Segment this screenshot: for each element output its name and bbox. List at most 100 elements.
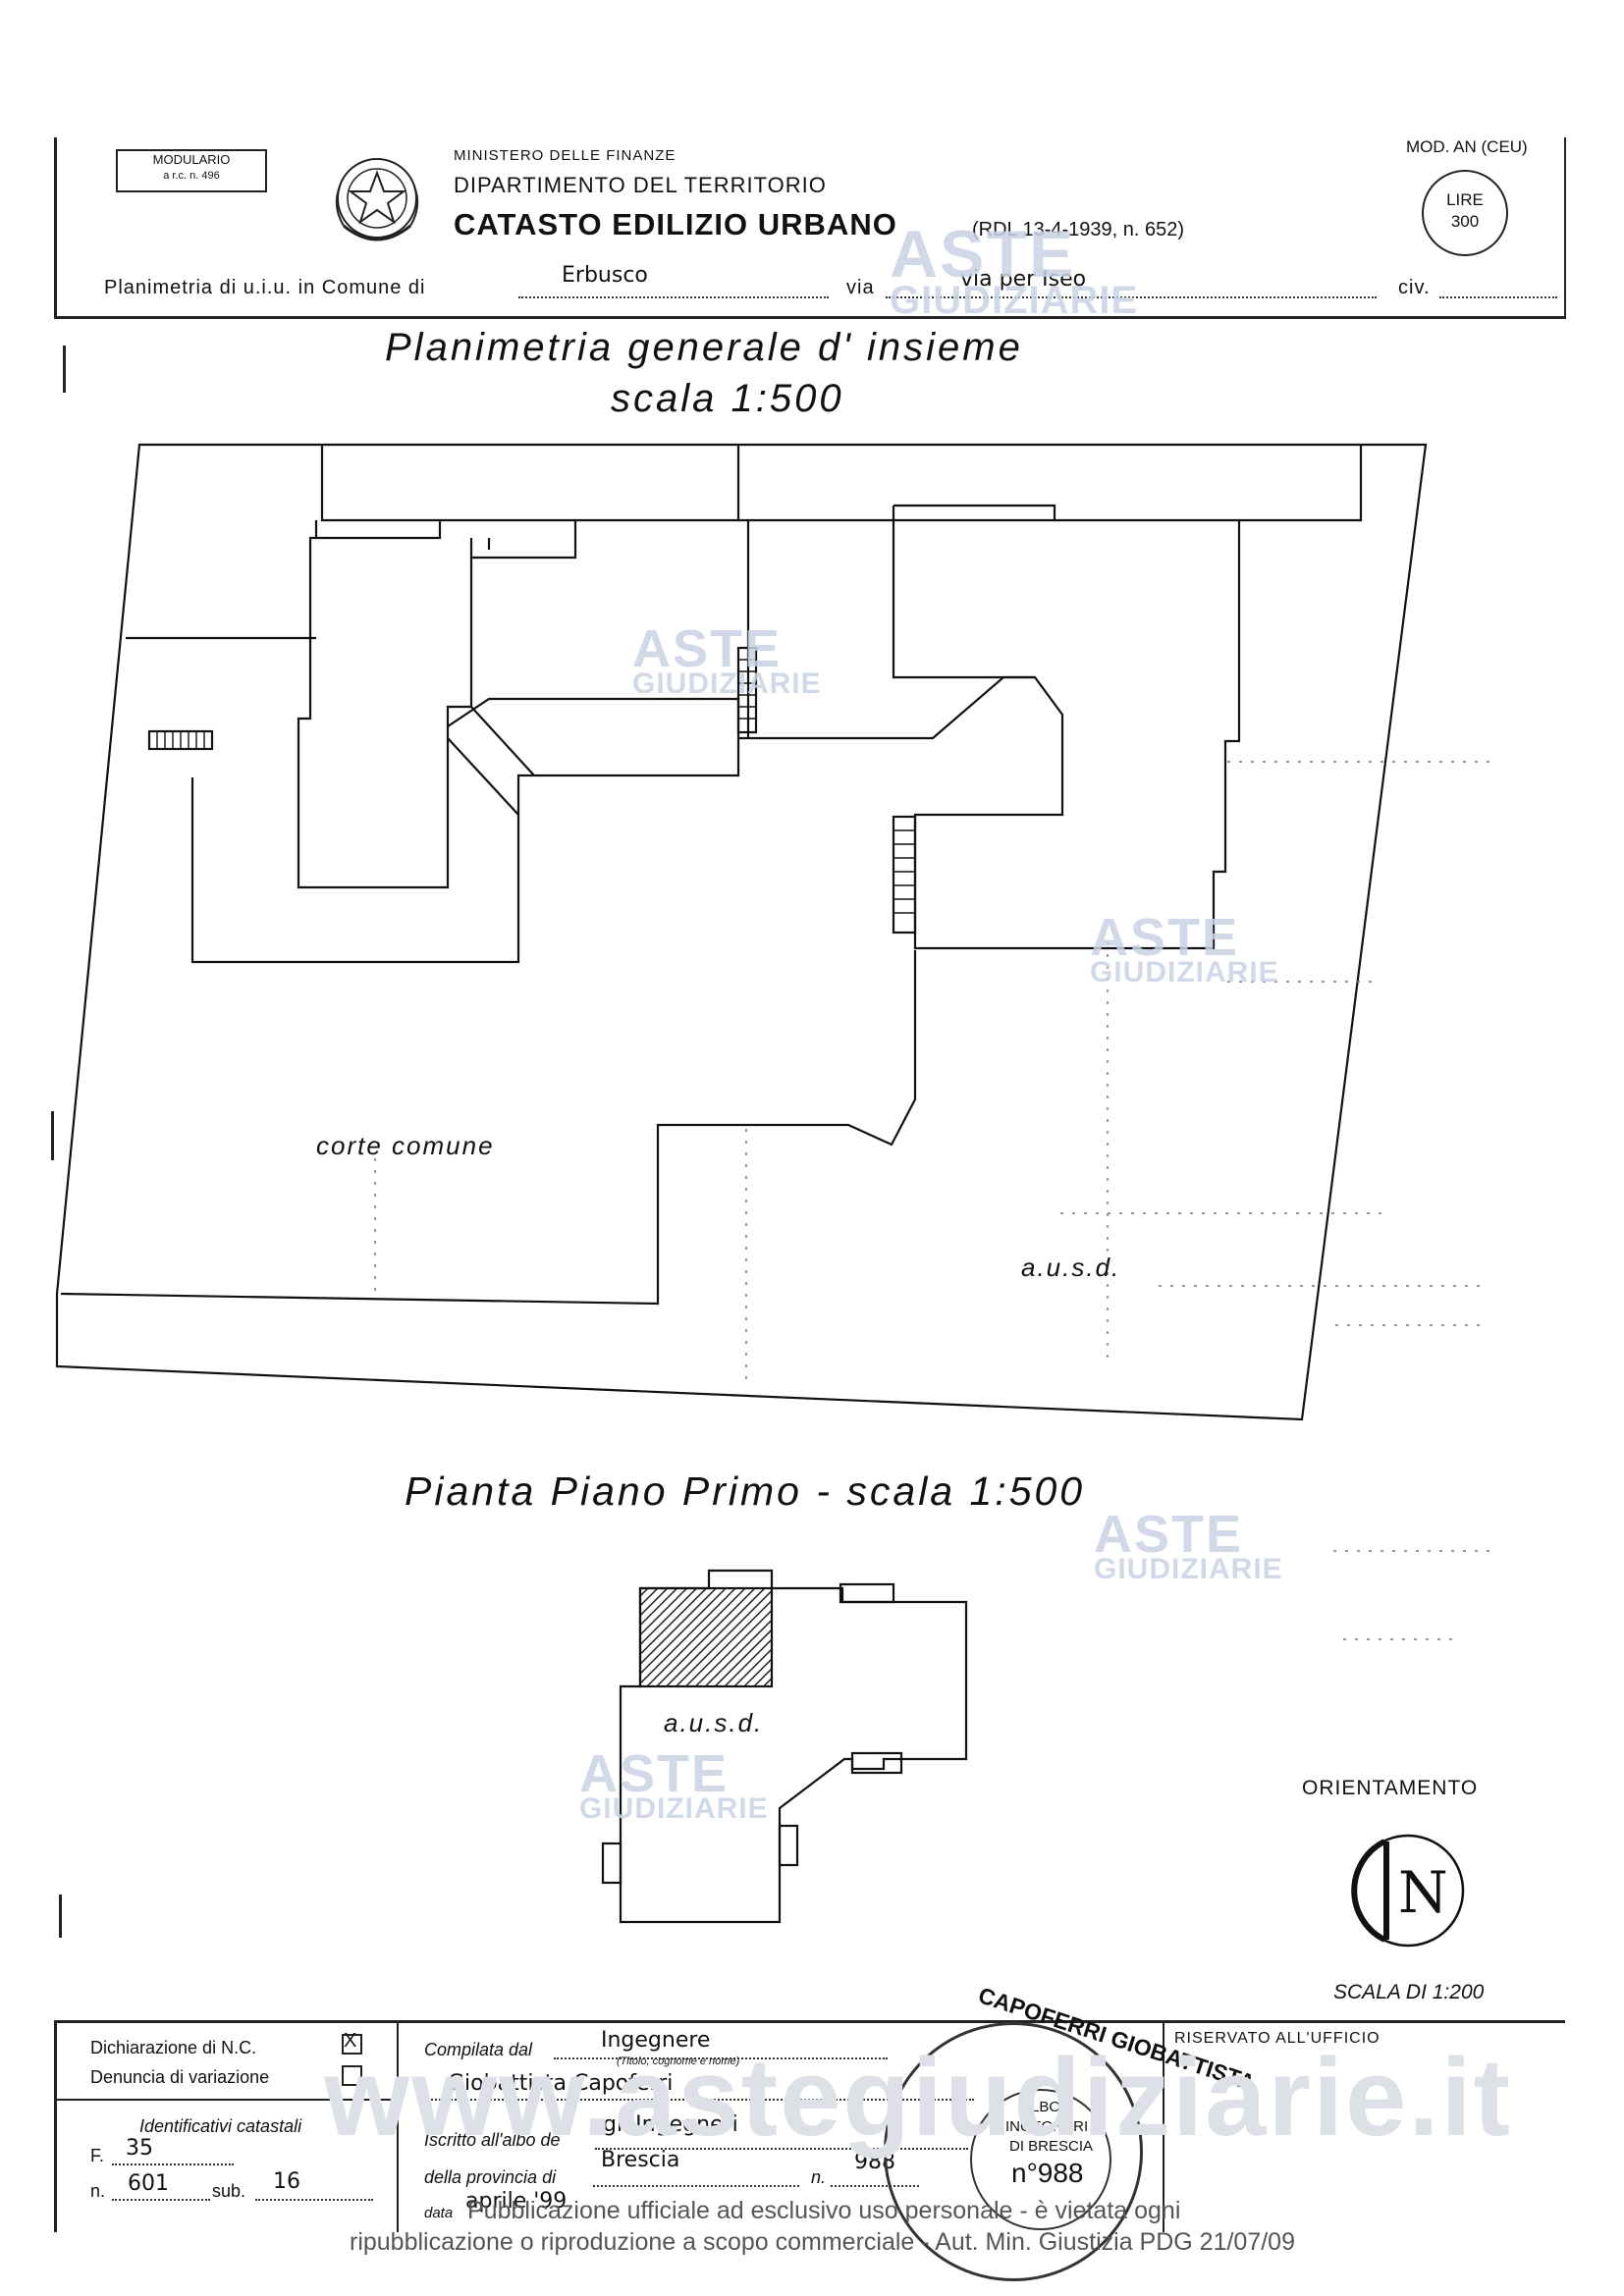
header-bottom-border — [54, 316, 1564, 319]
comune-value: Erbusco — [562, 263, 648, 288]
denuncia-label: Denuncia di variazione — [90, 2067, 270, 2087]
stamp-inner-3: DI BRESCIA — [1009, 2138, 1094, 2155]
watermark-aste: ASTE — [1090, 908, 1240, 967]
margin-mark — [59, 1895, 62, 1938]
ausd-floor-label: a.u.s.d. — [664, 1708, 764, 1737]
denuncia-checkbox[interactable] — [342, 2065, 362, 2086]
modulario-line2: a r.c. n. 496 — [163, 170, 220, 182]
sub-value: 16 — [273, 2169, 300, 2194]
stamp-inner-ring — [970, 2089, 1111, 2230]
watermark-mid-right: ASTE GIUDIZIARIE — [1090, 907, 1279, 989]
data-value: aprile '99 — [465, 2189, 568, 2214]
civ-dotted-line — [1439, 296, 1557, 298]
n-label: n. — [90, 2181, 106, 2201]
hatched-unit — [638, 1586, 774, 1688]
riservato-label: RISERVATO ALL'UFFICIO — [1174, 2030, 1380, 2047]
engineer-stamp — [884, 2022, 1143, 2281]
margin-mark — [63, 346, 66, 393]
form-divider-2 — [1163, 2020, 1164, 2232]
via-value: via per Iseo — [960, 267, 1087, 292]
watermark-giudiziarie: GIUDIZIARIE — [890, 279, 1139, 322]
ausd-main-label: a.u.s.d. — [1021, 1253, 1121, 1282]
stamp-inner-1: ALBO — [1021, 2099, 1061, 2115]
north-compass-icon — [1351, 1834, 1465, 1948]
form-left-border — [54, 2020, 57, 2232]
site-watermark: www.astegiudiziarie.it — [324, 2036, 1512, 2159]
identificativi-label: Identificativi catastali — [139, 2116, 302, 2136]
f-value: 35 — [126, 2136, 153, 2161]
albo-n-label: n. — [811, 2167, 827, 2187]
orientation-label: ORIENTAMENTO — [1302, 1777, 1479, 1799]
compilata-label: Compilata dal — [424, 2040, 533, 2059]
header-left-border — [54, 137, 57, 319]
provincia-label: della provincia di — [424, 2167, 557, 2187]
stamp-inner-2: INGEGNERI — [1005, 2118, 1089, 2135]
form-divider-1 — [397, 2020, 399, 2232]
watermark-giudiziarie: GIUDIZIARIE — [1094, 1553, 1283, 1585]
scale-note: SCALA DI 1:200 — [1333, 1981, 1485, 2003]
n-dotted-line — [112, 2199, 210, 2201]
disclaimer-line2: ripubblicazione o riproduzione a scopo c… — [350, 2228, 1295, 2256]
compilata-dotted-line — [554, 2057, 888, 2059]
iscritto-label: Iscritto all'albo de — [424, 2130, 561, 2150]
dichiarazione-mark: X — [344, 2030, 357, 2052]
watermark-aste: ASTE — [1094, 1505, 1244, 1564]
location-prefix: Planimetria di u.i.u. in Comune di — [104, 277, 426, 298]
albo-dotted-line — [831, 2185, 919, 2187]
sub-dotted-line — [255, 2199, 373, 2201]
watermark-aste: ASTE — [890, 217, 1076, 292]
north-letter: N — [1398, 1859, 1448, 1926]
stamp-number: n°988 — [1011, 2158, 1084, 2188]
iscritto-value: gli Ingegneri — [603, 2112, 738, 2137]
modulario-box: MODULARIO a r.c. n. 496 — [116, 149, 267, 192]
watermark-giudiziarie: GIUDIZIARIE — [632, 667, 822, 700]
via-label: via — [846, 277, 875, 298]
general-plan-title: Planimetria generale d' insieme — [385, 326, 1023, 369]
department-name: DIPARTIMENTO DEL TERRITORIO — [454, 173, 827, 197]
corte-comune-label: corte comune — [316, 1131, 495, 1160]
civ-label: civ. — [1398, 277, 1431, 298]
iscritto-dotted-line — [595, 2148, 968, 2150]
lot-boundary — [55, 443, 1428, 1421]
general-plan-scale: scala 1:500 — [611, 377, 844, 420]
dichiarazione-label: Dichiarazione di N.C. — [90, 2038, 257, 2057]
modulario-line1: MODULARIO — [152, 152, 231, 167]
model-code: MOD. AN (CEU) — [1406, 137, 1528, 156]
registry-title: CATASTO EDILIZIO URBANO — [454, 207, 897, 241]
lire-value: 300 — [1450, 212, 1480, 231]
n-value: 601 — [128, 2171, 169, 2196]
watermark-giudiziarie: GIUDIZIARIE — [1090, 956, 1279, 988]
law-reference: (RDL 13-4-1939, n. 652) — [972, 219, 1185, 240]
sub-label: sub. — [212, 2181, 246, 2201]
lire-label: LIRE — [1446, 190, 1484, 209]
header-right-border — [1564, 137, 1566, 319]
watermark-aste: ASTE — [579, 1744, 730, 1803]
watermark-aste: ASTE — [632, 619, 783, 678]
lire-badge: LIRE 300 — [1422, 170, 1508, 256]
name-dotted-line — [424, 2099, 974, 2101]
data-label: data — [424, 2205, 454, 2221]
watermark-giudiziarie: GIUDIZIARIE — [579, 1792, 769, 1825]
watermark-mid-left: ASTE GIUDIZIARIE — [632, 618, 822, 701]
watermark-top: ASTE GIUDIZIARIE — [890, 216, 1138, 323]
watermark-lower-left: ASTE GIUDIZIARIE — [579, 1743, 769, 1826]
republic-emblem-icon — [335, 158, 419, 241]
form-top-border — [54, 2020, 1565, 2023]
compilata-name: Giobattista Capoferri — [448, 2071, 674, 2096]
disclaimer-line1: Pubblicazione ufficiale ad esclusivo uso… — [467, 2197, 1181, 2224]
form-left-row-line — [54, 2099, 398, 2101]
compilata-title: Ingegnere — [601, 2028, 711, 2053]
f-dotted-line — [112, 2163, 234, 2165]
f-label: F. — [90, 2146, 105, 2165]
provincia-value: Brescia — [601, 2148, 680, 2172]
comune-dotted-line — [518, 296, 829, 298]
watermark-lower-right: ASTE GIUDIZIARIE — [1094, 1504, 1283, 1586]
via-dotted-line — [886, 296, 1377, 298]
first-floor-title: Pianta Piano Primo - scala 1:500 — [405, 1468, 1086, 1514]
provincia-dotted-line — [593, 2185, 799, 2187]
margin-mark — [51, 1111, 54, 1160]
ministry-name: MINISTERO DELLE FINANZE — [454, 147, 677, 164]
dichiarazione-checkbox[interactable] — [342, 2034, 362, 2055]
